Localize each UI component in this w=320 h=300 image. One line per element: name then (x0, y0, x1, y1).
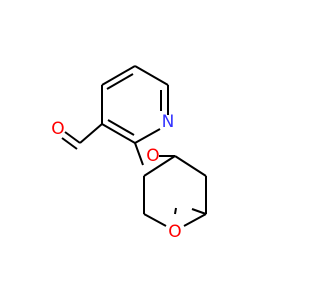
bond-c3-cho (79, 123, 103, 144)
molecule-canvas: N O O O (51, 65, 207, 242)
bond-c5-c4 (101, 65, 136, 86)
bond-c2-n1 (134, 128, 161, 144)
bond-o-c6prime (174, 207, 177, 215)
bond-oring-c2prime (183, 213, 207, 227)
bond-cho-o-second (61, 137, 78, 150)
ether-oxygen-label: O (146, 146, 159, 166)
bond-c3-c2-inner (107, 119, 135, 136)
bond-c4prime-c3prime (174, 155, 207, 177)
structure-drawing: N O O O (51, 65, 207, 242)
bond-c3-c2 (101, 123, 136, 144)
aldehyde-oxygen-label: O (51, 119, 64, 139)
bond-cho-o (64, 131, 81, 144)
bond-c6prime-oring (143, 213, 167, 227)
nitrogen-atom-label: N (162, 112, 175, 132)
bond-c4prime-c5prime (143, 155, 176, 177)
bond-c2prime-o (191, 208, 207, 215)
bond-c5-c4-inner (106, 73, 134, 90)
bond-c2-o (134, 142, 144, 166)
bond-c6-c5 (134, 65, 169, 86)
ring-oxygen-label: O (168, 222, 181, 242)
